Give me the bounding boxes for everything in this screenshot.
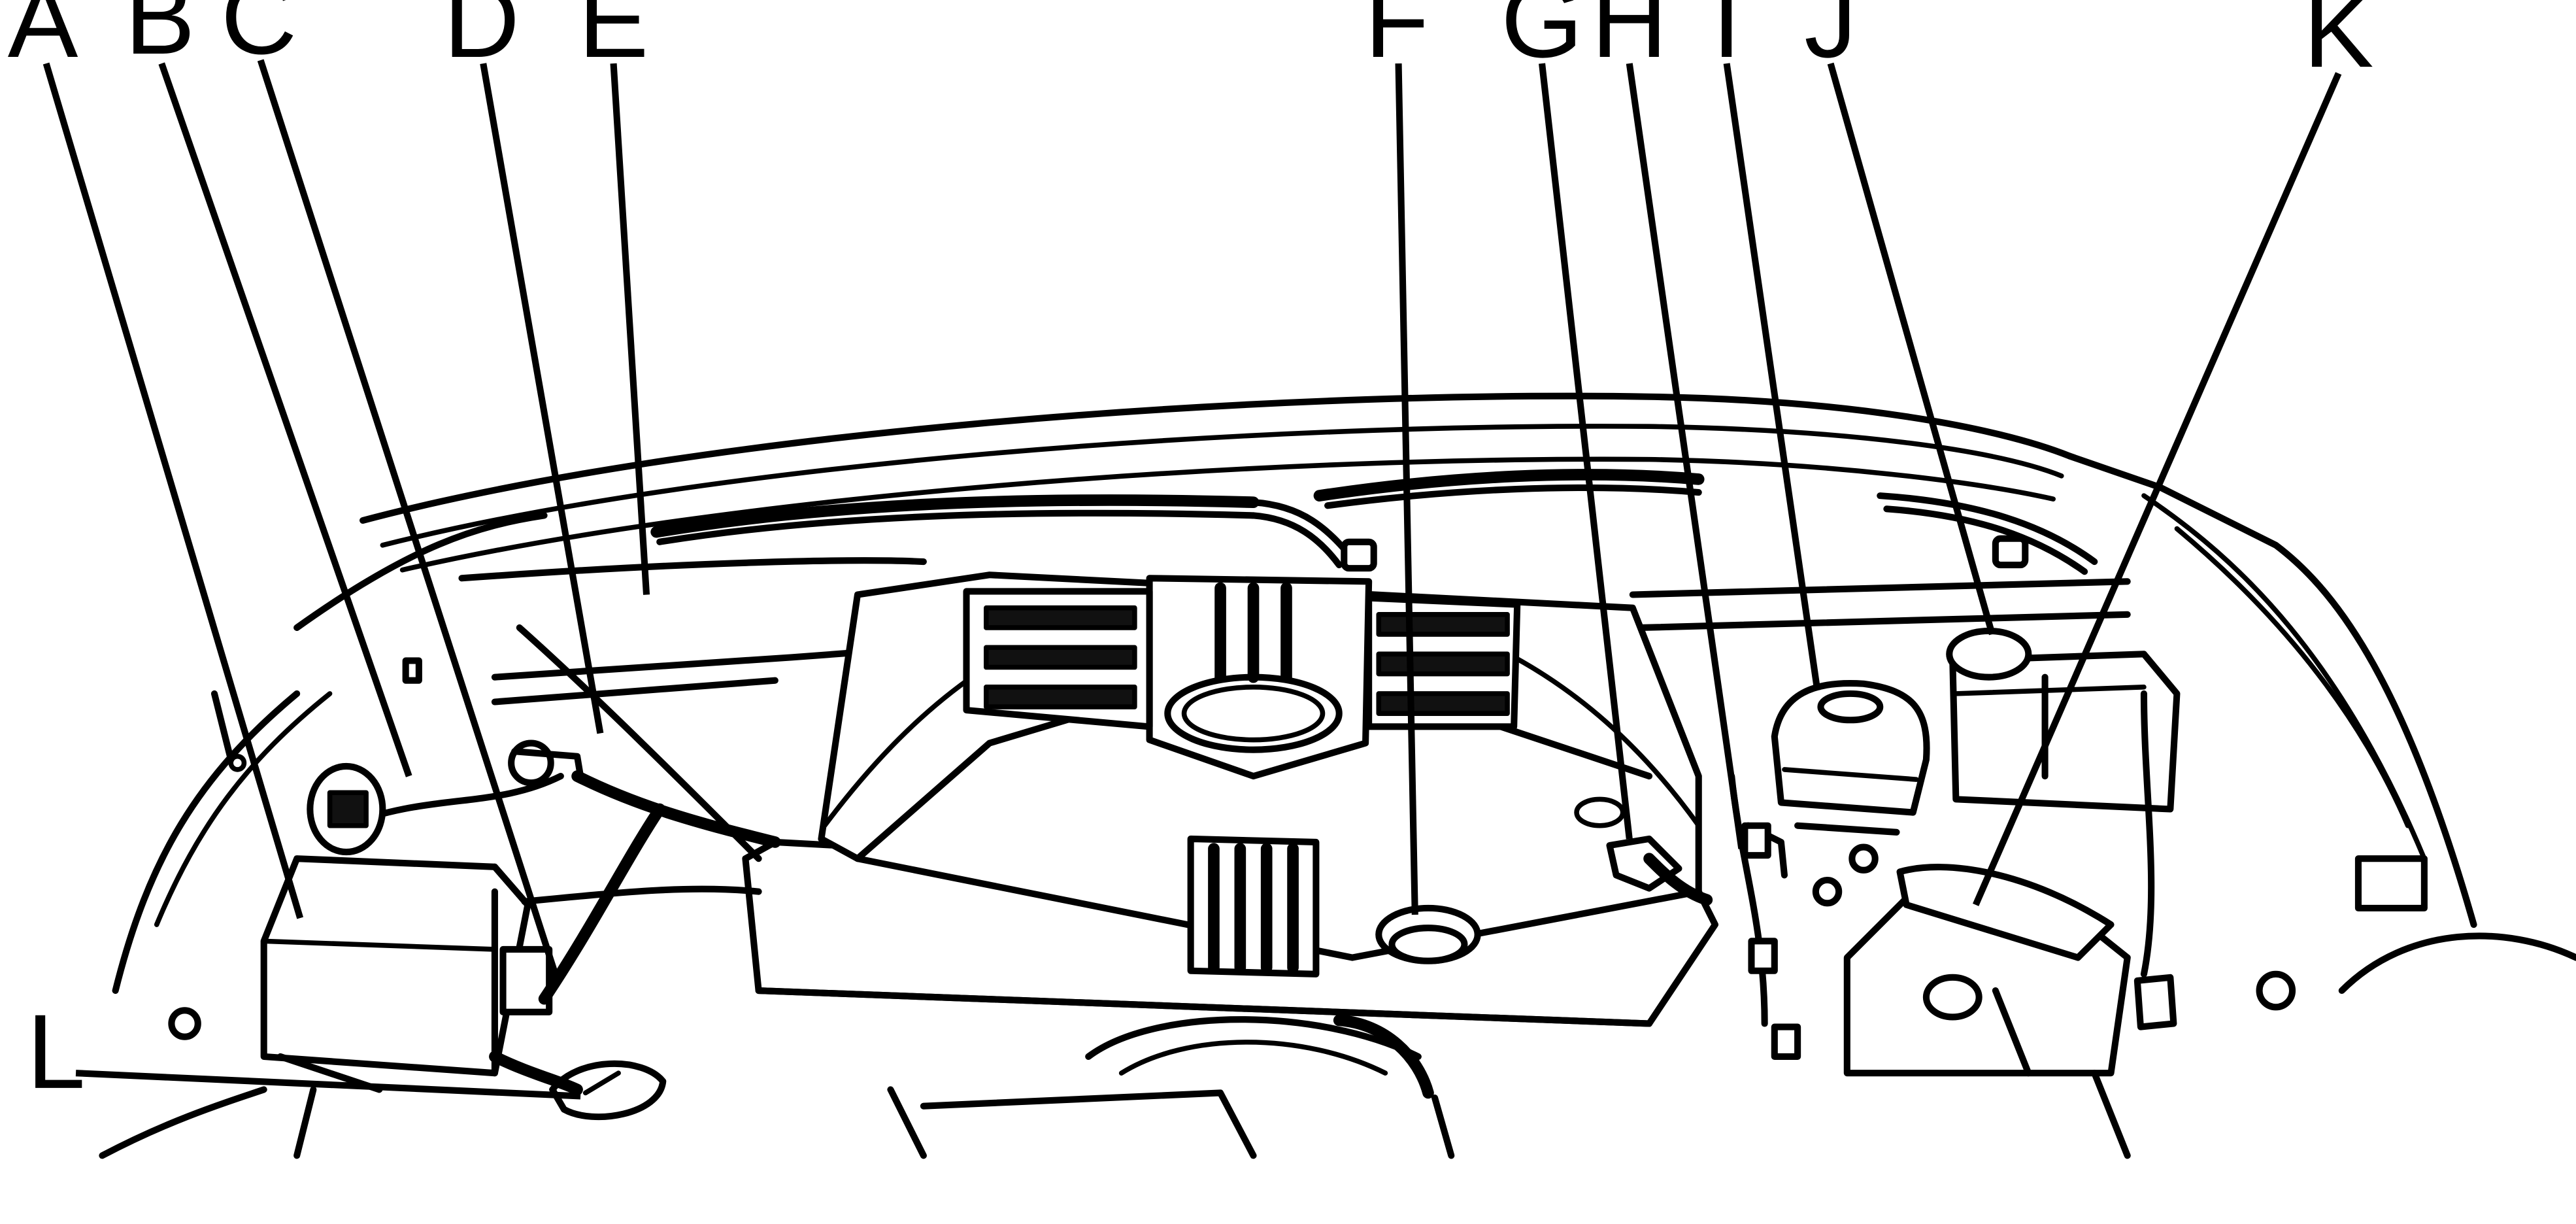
callout-label-f: F xyxy=(1365,0,1430,80)
right-fender xyxy=(2091,855,2576,1159)
leader-l xyxy=(75,1070,581,1100)
wiper-blades xyxy=(650,469,2098,575)
cowl-panel xyxy=(458,557,2131,706)
component-d xyxy=(508,740,584,787)
connector-b xyxy=(307,762,386,856)
callout-label-d: D xyxy=(443,0,520,80)
callout-label-j: J xyxy=(1804,0,1857,80)
leader-j xyxy=(1827,62,1996,636)
callout-label-l: L xyxy=(27,993,86,1111)
coolant-reservoir xyxy=(1946,627,2181,813)
leader-d xyxy=(480,63,604,734)
battery-terminal xyxy=(489,1051,667,1121)
leader-b xyxy=(158,62,412,777)
lower-engine xyxy=(887,1014,1455,1159)
connector-g xyxy=(1574,796,1713,906)
left-fender xyxy=(99,657,422,1159)
leader-i xyxy=(1723,63,1821,691)
callout-label-e: E xyxy=(578,0,649,80)
callout-label-g: G xyxy=(1501,0,1583,80)
leader-c xyxy=(257,59,561,982)
callout-label-i: I xyxy=(1712,0,1741,80)
callout-label-b: B xyxy=(125,0,195,76)
leader-h xyxy=(1626,63,1745,849)
oil-fill-cap xyxy=(1375,904,1481,964)
callout-label-h: H xyxy=(1591,0,1667,80)
leader-g xyxy=(1539,63,1633,840)
underhood-fuse-block xyxy=(260,855,553,1093)
leader-k xyxy=(1972,72,2342,906)
callout-label-k: K xyxy=(2303,0,2374,90)
callout-label-c: C xyxy=(221,0,297,76)
leader-e xyxy=(610,63,650,595)
engine-cover xyxy=(742,571,1719,1027)
wiring-harness-left xyxy=(343,624,781,1005)
callout-label-a: A xyxy=(8,0,78,80)
brake-fluid-reservoir xyxy=(1771,680,1930,836)
callout-leaders xyxy=(42,59,2342,1100)
leader-a xyxy=(42,62,304,919)
callout-labels: A B C D E F G H I J K L xyxy=(8,0,2374,1111)
abs-module xyxy=(1843,690,2155,1077)
leader-f xyxy=(1395,63,1418,915)
